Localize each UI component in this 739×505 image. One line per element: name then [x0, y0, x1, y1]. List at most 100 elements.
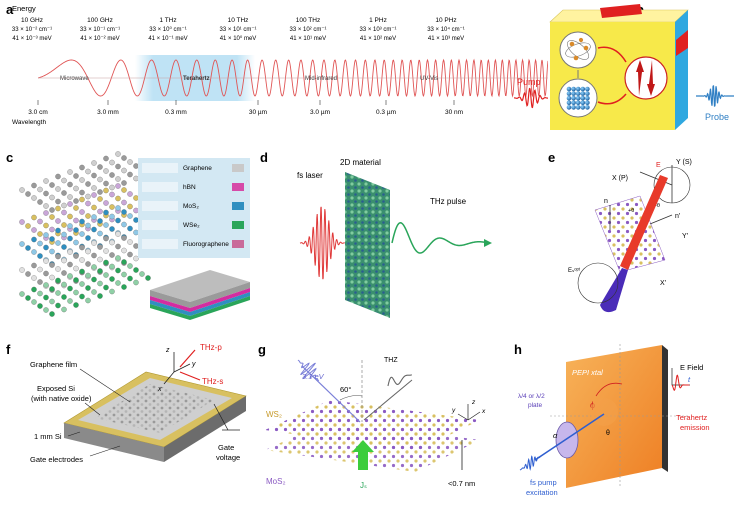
plate-label-1: λ/4 or λ/2 — [518, 393, 545, 400]
frequency-label: 100 GHz — [87, 17, 113, 24]
lattice-sphere — [566, 91, 572, 96]
atom-sphere — [25, 295, 31, 301]
electron-orbit-circle — [559, 31, 597, 69]
atom-sphere — [61, 306, 67, 313]
atom-sphere — [31, 182, 37, 189]
atom-sphere — [109, 263, 115, 270]
thz-pulse-wave — [391, 222, 487, 254]
alpha-label: α — [553, 431, 558, 440]
atom-sphere — [19, 291, 25, 297]
axis-x-p — [639, 171, 673, 186]
e-opt-label: Eₛᵒᵖᵗ — [568, 267, 581, 274]
atom-sphere — [115, 183, 121, 189]
legend-swatch — [232, 221, 244, 229]
atom-sphere — [103, 155, 109, 162]
atom-sphere — [73, 185, 79, 192]
atom-sphere — [115, 280, 121, 286]
axis-y-label: y — [191, 361, 196, 368]
panel-e: e E Y (S) X (P) n n' Y' X' +θ -θ Eₛᵒᵖᵗ — [548, 150, 692, 313]
axis-y-s-label: Y (S) — [676, 159, 692, 166]
atom-sphere — [121, 221, 127, 228]
energy-label: 41 × 10⁻¹ meV — [148, 36, 187, 42]
atom-sphere — [31, 275, 37, 281]
atom-sphere — [37, 279, 43, 285]
lattice-sphere — [571, 105, 576, 110]
atom-sphere — [37, 240, 43, 247]
atom-sphere — [61, 177, 67, 184]
spin-up-arrow — [636, 60, 644, 96]
atom-sphere — [133, 255, 139, 262]
wavenumber-label: 33 × 10⁴ cm⁻¹ — [427, 26, 465, 33]
atom-sphere — [85, 297, 91, 304]
electron-dot — [573, 55, 579, 61]
waveplate — [555, 421, 579, 459]
atom-sphere — [91, 160, 97, 166]
thickness-label: <0.7 nm — [448, 479, 475, 488]
lattice-sphere — [575, 105, 581, 110]
atom-sphere — [115, 267, 121, 274]
atom-sphere — [115, 231, 121, 237]
atom-sphere — [109, 184, 115, 191]
atom-sphere — [61, 244, 67, 250]
legend-layer-label: Graphene — [183, 165, 212, 172]
terahertz-emission-trace — [671, 374, 690, 391]
thz-p-label: THz-p — [200, 343, 222, 352]
field-e-label: E — [656, 162, 661, 169]
atom-sphere — [25, 191, 31, 197]
atom-sphere — [55, 290, 61, 296]
wavenumber-label: 33 × 10⁰ cm⁻¹ — [149, 26, 186, 33]
atom-sphere — [109, 172, 115, 178]
atom-sphere — [85, 222, 91, 229]
atom-sphere — [49, 248, 55, 255]
atom-sphere — [19, 219, 25, 225]
axis-x — [163, 371, 175, 385]
atom-sphere — [61, 222, 67, 228]
exposed-si-leader — [84, 402, 101, 416]
atom-sphere — [73, 198, 79, 204]
atom-sphere — [79, 257, 85, 263]
atom-sphere — [49, 236, 55, 242]
atom-sphere — [73, 265, 79, 272]
theta-label: θ — [606, 430, 610, 437]
atom-sphere — [43, 258, 49, 264]
lattice-sphere — [585, 86, 590, 92]
atom-sphere — [67, 213, 73, 220]
atom-sphere — [67, 194, 73, 200]
lattice-sphere — [566, 100, 572, 106]
panel-label-h: h — [514, 342, 522, 357]
atom-sphere — [133, 279, 139, 286]
lattice-sphere — [580, 95, 586, 101]
voltage-label: voltage — [216, 453, 240, 462]
pump-spot — [590, 398, 618, 426]
atom-sphere — [97, 244, 103, 250]
lattice-sphere — [575, 91, 581, 96]
spin-down-arrow — [647, 60, 655, 96]
wavenumber-label: 33 × 10³ cm⁻¹ — [359, 27, 396, 33]
atom-sphere — [85, 213, 91, 219]
energy-header: Energy — [12, 4, 36, 13]
atom-sphere — [19, 267, 25, 273]
thz-beam-line — [363, 379, 413, 421]
pepi-crystal-edge — [662, 345, 668, 472]
atom-sphere — [49, 182, 55, 188]
atom-sphere — [73, 205, 79, 211]
band-label-uv-vis: UV-Vis — [420, 76, 438, 82]
thz-p-arrow — [179, 349, 196, 368]
atom-sphere — [85, 285, 91, 291]
thz-pulse-label: THz pulse — [430, 197, 467, 206]
atom-sphere — [43, 270, 49, 277]
atom-sphere — [85, 193, 91, 200]
wavelength-label: 3.0 µm — [310, 109, 330, 116]
atom-sphere — [91, 226, 97, 233]
emitted-beam — [600, 268, 628, 313]
incident-pulse — [297, 359, 320, 382]
atom-sphere — [103, 248, 109, 254]
atom-sphere — [55, 173, 61, 180]
atom-sphere — [43, 190, 49, 197]
lattice-sphere — [566, 86, 572, 92]
atom-sphere — [103, 168, 109, 174]
atom-sphere — [91, 240, 97, 246]
frequency-label: 100 THz — [296, 17, 320, 24]
legend-layer-art — [142, 220, 178, 230]
atom-sphere — [121, 167, 127, 174]
